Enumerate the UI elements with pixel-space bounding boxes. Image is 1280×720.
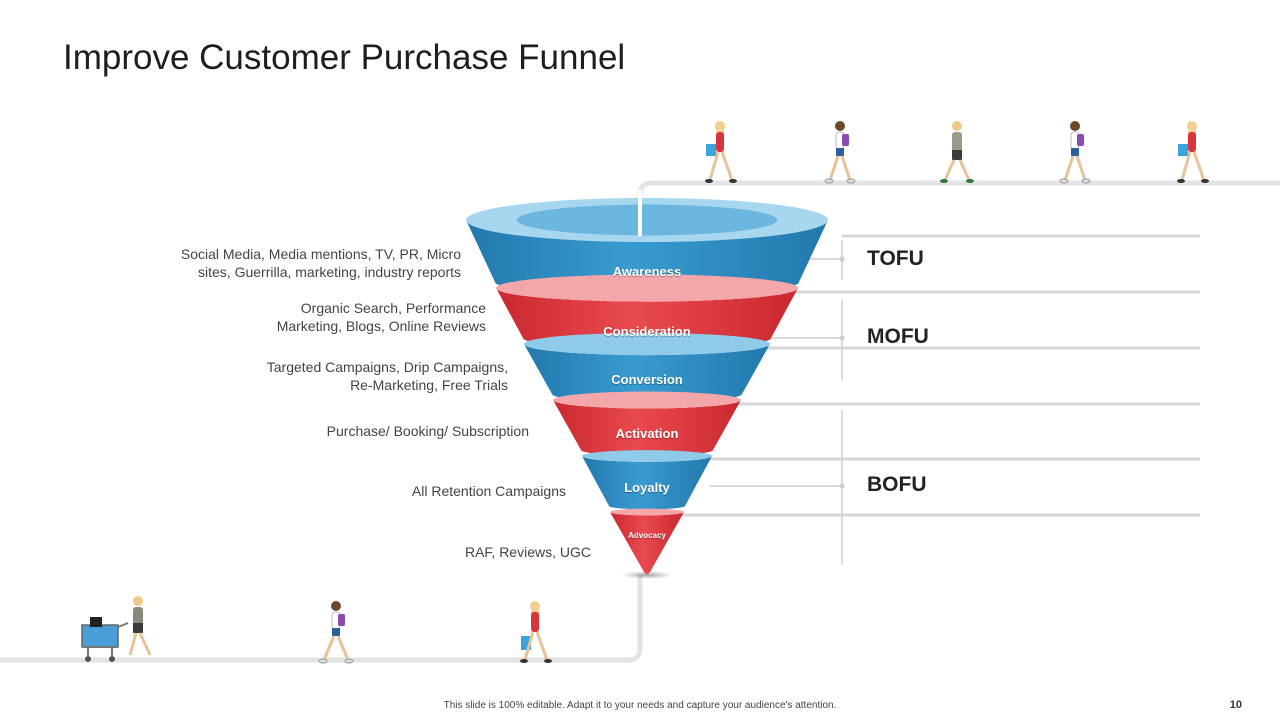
funnel-band-advocacy-rim bbox=[610, 508, 684, 516]
description-line: Purchase/ Booking/ Subscription bbox=[326, 423, 529, 439]
shopper-woman-icon bbox=[705, 121, 737, 183]
description-line: Social Media, Media mentions, TV, PR, Mi… bbox=[180, 246, 461, 262]
stage-description-consideration: Organic Search, Performance Marketing, B… bbox=[277, 299, 486, 335]
description-line: Targeted Campaigns, Drip Campaigns, bbox=[266, 359, 508, 375]
stage-description-advocacy: RAF, Reviews, UGC bbox=[465, 543, 591, 561]
description-line: Organic Search, Performance bbox=[300, 300, 486, 316]
slide-title: Improve Customer Purchase Funnel bbox=[63, 38, 626, 77]
segment-label-mofu: MOFU bbox=[867, 325, 929, 348]
description-line: Re-Marketing, Free Trials bbox=[350, 377, 508, 393]
segment-dividers bbox=[672, 234, 1200, 517]
segment-label-bofu: BOFU bbox=[867, 473, 927, 496]
funnel-band-activation bbox=[553, 400, 741, 456]
stage-description-activation: Purchase/ Booking/ Subscription bbox=[327, 422, 529, 440]
stage-description-conversion: Targeted Campaigns, Drip Campaigns, Re-M… bbox=[267, 358, 508, 394]
page-number: 10 bbox=[1229, 699, 1242, 711]
people-top-row bbox=[705, 121, 1209, 184]
description-line: RAF, Reviews, UGC bbox=[464, 544, 591, 560]
funnel-band-loyalty bbox=[582, 456, 712, 510]
description-line: sites, Guerrilla, marketing, industry re… bbox=[198, 264, 461, 280]
funnel-band-consideration bbox=[496, 288, 798, 350]
shopper-girl-icon bbox=[824, 121, 856, 184]
walking-man-icon bbox=[940, 121, 974, 183]
shopper-girl-icon bbox=[318, 601, 354, 664]
bracket-lines bbox=[710, 240, 845, 565]
shopping-cart-man-icon bbox=[81, 596, 152, 662]
stage-label-consideration: Consideration bbox=[603, 324, 691, 339]
stage-label-advocacy: Advocacy bbox=[628, 531, 666, 540]
funnel-band-advocacy bbox=[610, 512, 684, 574]
funnel-band-conversion-rim bbox=[524, 332, 770, 356]
shopper-woman-icon bbox=[520, 601, 552, 663]
people-bottom-row bbox=[81, 596, 552, 664]
shopper-woman-icon bbox=[1177, 121, 1209, 183]
funnel-band-conversion bbox=[524, 344, 770, 403]
stage-label-awareness: Awareness bbox=[612, 264, 682, 279]
stage-label-conversion: Conversion bbox=[611, 372, 683, 387]
stage-label-loyalty: Loyalty bbox=[624, 480, 670, 495]
segment-label-tofu: TOFU bbox=[867, 247, 924, 270]
funnel-opening bbox=[516, 204, 778, 236]
funnel-band-loyalty-rim bbox=[582, 450, 712, 462]
stage-description-loyalty: All Retention Campaigns bbox=[412, 482, 566, 500]
stage-description-awareness: Social Media, Media mentions, TV, PR, Mi… bbox=[181, 245, 461, 281]
stage-label-activation: Activation bbox=[615, 426, 679, 441]
shopper-girl-icon bbox=[1059, 121, 1091, 184]
funnel-band-activation-rim bbox=[553, 391, 741, 409]
funnel-shadow bbox=[621, 571, 673, 579]
description-line: Marketing, Blogs, Online Reviews bbox=[276, 318, 486, 334]
description-line: All Retention Campaigns bbox=[411, 483, 566, 499]
slide-footer: This slide is 100% editable. Adapt it to… bbox=[443, 700, 837, 711]
funnel-band-consideration-rim bbox=[496, 274, 798, 302]
